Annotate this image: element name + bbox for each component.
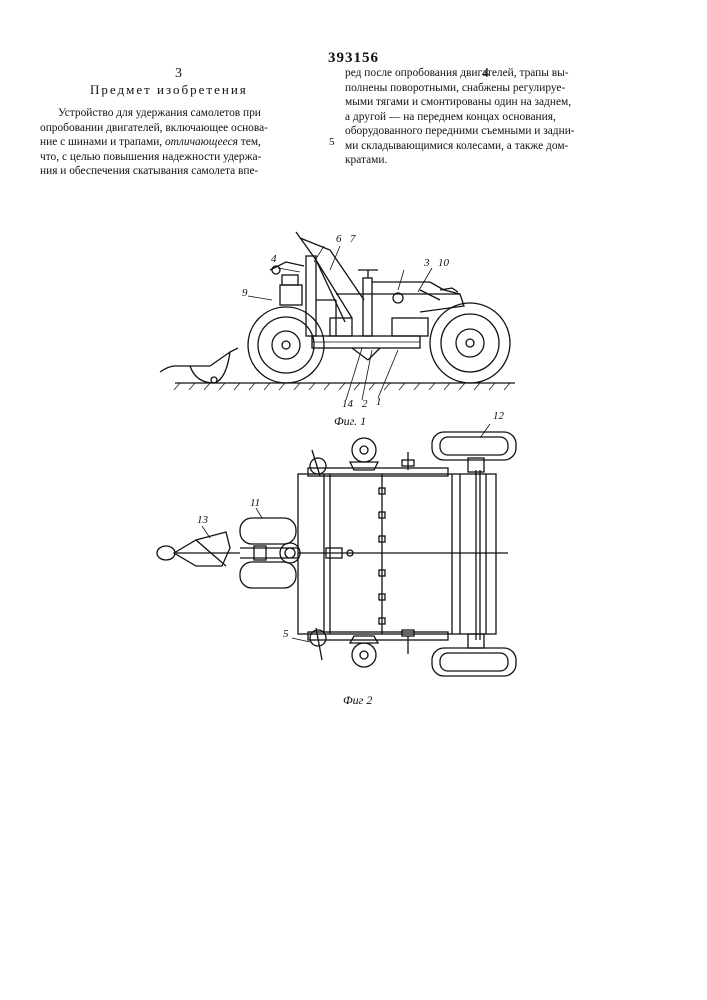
fig2-label-13: 13: [197, 514, 208, 526]
fig1-label-9: 9: [242, 287, 248, 299]
figure1-side-view: [160, 232, 515, 400]
fig2-label-5: 5: [283, 628, 289, 640]
fig1-label-2: 2: [362, 398, 368, 410]
fig1-label-4: 4: [271, 253, 277, 265]
fig1-label-1: 1: [376, 396, 382, 408]
fig2-caption: Фиг 2: [343, 693, 372, 708]
figure2-top-view: [157, 424, 516, 676]
fig1-label-14: 14: [342, 398, 353, 410]
fig2-label-12: 12: [493, 410, 504, 422]
fig1-label-10: 10: [438, 257, 449, 269]
fig1-caption: Фиг. 1: [334, 414, 366, 429]
fig2-label-11: 11: [250, 497, 260, 509]
fig1-label-6: 6: [336, 233, 342, 245]
fig1-label-3: 3: [424, 257, 430, 269]
fig1-label-7: 7: [350, 233, 356, 245]
